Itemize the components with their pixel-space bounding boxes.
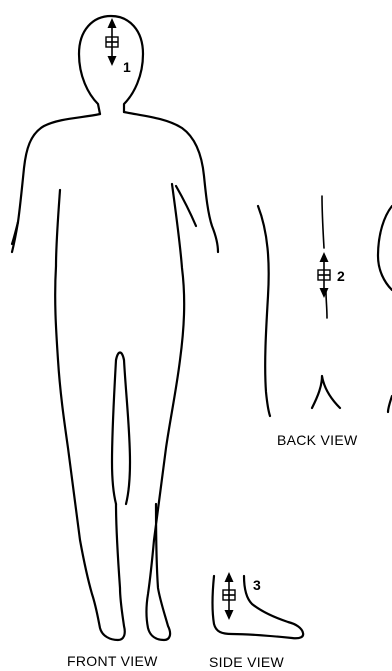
marker-3-number: 3 [253,577,261,593]
front-right-leg [147,184,185,640]
back-view-figure [258,196,392,416]
side-view-label: SIDE VIEW [209,654,285,670]
back-right-side [378,206,392,412]
marker-2: 2 [318,252,345,298]
front-body-outline [12,112,218,252]
front-left-inner-leg [112,360,116,504]
marker-1-number: 1 [123,59,131,75]
marker-3: 3 [223,572,261,620]
back-spine-lower [326,292,327,318]
front-right-arm [176,186,196,226]
front-head-outline [79,16,143,114]
front-crotch [116,353,124,361]
marker-1: 1 [106,18,131,75]
back-buttock-cleft [312,376,340,408]
front-right-inner-leg [124,360,130,504]
front-view-label: FRONT VIEW [67,653,158,669]
back-spine-upper [322,196,324,248]
back-view-label: BACK VIEW [277,432,358,448]
back-left-side [258,206,270,416]
marker-2-number: 2 [337,268,345,284]
front-view-figure [12,16,218,640]
